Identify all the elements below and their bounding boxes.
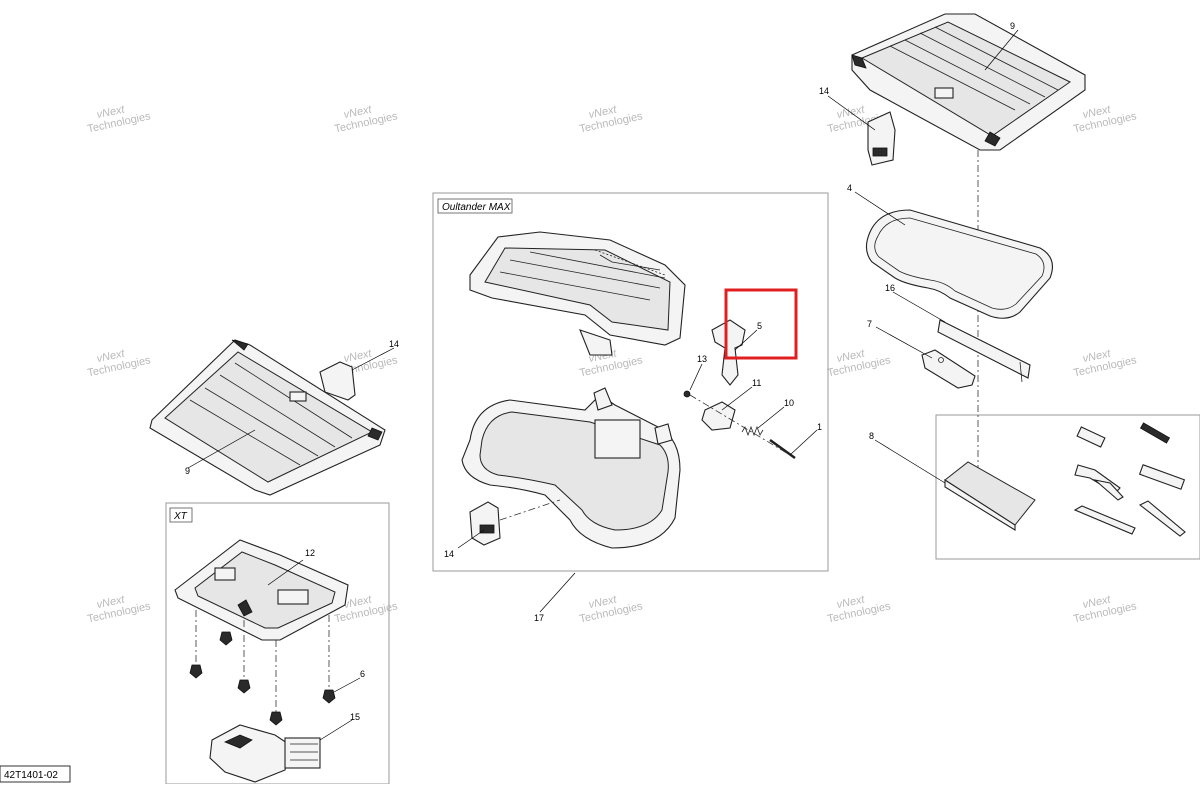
callout-4: 4: [847, 183, 852, 193]
hold-down-strap: [937, 319, 1031, 383]
bracket-plate: [921, 349, 976, 389]
callout-1: 1: [817, 422, 822, 432]
callout-9-top: 9: [1010, 21, 1015, 31]
watermark-line1: vNext: [343, 103, 374, 121]
watermark-line1: vNext: [836, 347, 867, 365]
watermark-line1: vNext: [1082, 593, 1113, 611]
xt-latch-assembly: [209, 724, 321, 783]
watermark-line1: vNext: [588, 103, 619, 121]
watermark-line1: vNext: [96, 347, 127, 365]
watermark-line1: vNext: [836, 593, 867, 611]
watermark-line1: vNext: [836, 103, 867, 121]
latch-bracket-box: [469, 501, 501, 546]
callout-14-top: 14: [819, 86, 829, 96]
xt-plate: [174, 539, 349, 641]
outlander-max-tag: Oultander MAX: [442, 202, 511, 213]
latch-mechanism: [701, 401, 736, 431]
tool-kit-group-box: [935, 414, 1200, 560]
callout-8: 8: [869, 431, 874, 441]
callout-10: 10: [784, 398, 794, 408]
seal-gasket: [865, 209, 1053, 319]
highlight-box-part-5: [724, 288, 798, 360]
outlander-max-group-box: [432, 192, 829, 572]
storage-box: [461, 387, 681, 549]
watermark-line1: vNext: [1082, 103, 1113, 121]
reference-code: 42T1401-02: [4, 770, 58, 781]
pin: [769, 438, 796, 460]
callout-9-left: 9: [185, 466, 190, 476]
callout-7: 7: [867, 319, 872, 329]
storage-lid: [469, 231, 686, 356]
tool-kit: [944, 422, 1186, 537]
rivet: [683, 390, 691, 398]
xt-tag-frame: [169, 507, 193, 523]
latch-bracket-left: [319, 361, 356, 401]
rack-top-right: [851, 13, 1086, 151]
callout-12: 12: [305, 548, 315, 558]
reference-code-frame: [0, 765, 71, 783]
callout-11: 11: [752, 378, 761, 388]
xt-fasteners: [189, 631, 336, 726]
callout-14-box: 14: [444, 549, 454, 559]
assembly-axis-box: [499, 499, 561, 521]
callout-13: 13: [697, 354, 707, 364]
callout-6: 6: [360, 669, 365, 679]
xt-tag: XT: [173, 511, 188, 522]
callout-17: 17: [534, 613, 544, 623]
watermark-line1: vNext: [343, 593, 374, 611]
callout-14-left: 14: [389, 339, 399, 349]
leader-lines: [187, 29, 1019, 741]
watermark-line1: vNext: [96, 103, 127, 121]
watermark-line1: vNext: [96, 593, 127, 611]
latch-bracket-top: [867, 111, 896, 166]
callouts: 9 14 4 16 7 8 14 9 12 6 15 14 17 13 11 1…: [185, 21, 1015, 722]
watermark-line1: vNext: [1082, 347, 1113, 365]
callout-16: 16: [885, 283, 895, 293]
latch-handle: [711, 319, 746, 386]
watermark-line1: vNext: [588, 593, 619, 611]
callout-15: 15: [350, 712, 360, 722]
callout-5: 5: [757, 321, 762, 331]
assembly-axis-latch: [689, 394, 791, 456]
outlander-max-tag-frame: [437, 198, 513, 214]
watermark-line1: vNext: [343, 347, 374, 365]
